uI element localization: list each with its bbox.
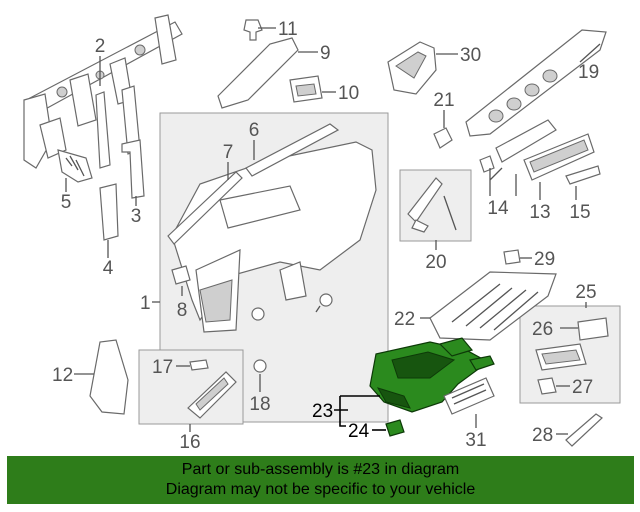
callout-28: 28 xyxy=(532,425,553,446)
part-18-clip xyxy=(253,359,267,373)
part-23-center-console-highlighted xyxy=(369,337,495,413)
part-24-switch-highlighted xyxy=(385,419,405,437)
part-28-strip xyxy=(565,413,603,447)
part-22-tray-plate xyxy=(429,271,557,341)
part-30-airbag-module xyxy=(387,41,437,95)
callout-15: 15 xyxy=(569,202,590,223)
part-6-strip xyxy=(245,123,340,177)
callout-29: 29 xyxy=(534,249,555,270)
callout-23: 23 xyxy=(312,401,333,422)
part-2-cross-beam xyxy=(23,14,183,169)
part-15-strip xyxy=(565,165,601,185)
part-13-14-vents xyxy=(479,119,595,181)
callout-1: 1 xyxy=(140,293,151,314)
part-12-side-cover xyxy=(89,339,129,415)
callout-9: 9 xyxy=(320,43,331,64)
callout-31: 31 xyxy=(465,430,486,451)
callout-2: 2 xyxy=(95,36,106,57)
banner-line-1: Part or sub-assembly is #23 in diagram xyxy=(181,461,460,478)
callout-labels: 2 5 3 4 11 9 10 30 19 6 7 21 14 13 15 1 … xyxy=(52,19,599,453)
callout-25: 25 xyxy=(575,282,596,303)
part-29-clip xyxy=(503,249,521,265)
part-16-assembly xyxy=(187,359,237,419)
part-bolt xyxy=(251,293,333,321)
callout-5: 5 xyxy=(61,192,72,213)
callout-24: 24 xyxy=(348,421,370,442)
part-3-pillar-trim xyxy=(121,139,145,199)
callout-16: 16 xyxy=(179,432,200,453)
part-21-clip xyxy=(433,127,453,149)
part-8-clip xyxy=(171,265,191,285)
parts-diagram: 2 5 3 4 11 9 10 30 19 6 7 21 14 13 15 1 … xyxy=(23,14,621,453)
callout-13: 13 xyxy=(529,202,550,223)
leader-lines xyxy=(65,27,601,435)
part-20-bracket xyxy=(407,177,457,233)
part-7-strip xyxy=(167,171,243,245)
callout-17: 17 xyxy=(152,357,173,378)
callout-8: 8 xyxy=(177,300,188,321)
part-9-cover xyxy=(217,37,299,109)
callout-7: 7 xyxy=(223,142,234,163)
callout-3: 3 xyxy=(131,206,142,227)
callout-12: 12 xyxy=(52,365,73,386)
part-31-module xyxy=(443,377,495,415)
callout-26: 26 xyxy=(532,319,553,340)
callout-10: 10 xyxy=(338,83,359,104)
callout-14: 14 xyxy=(487,198,509,219)
part-19-trim-panel xyxy=(465,29,607,137)
callout-4: 4 xyxy=(103,258,114,279)
callout-30: 30 xyxy=(460,45,481,66)
banner-line-2: Diagram may not be specific to your vehi… xyxy=(165,481,476,498)
part-10-vent xyxy=(289,75,323,103)
info-banner: Part or sub-assembly is #23 in diagram D… xyxy=(7,456,634,504)
callout-6: 6 xyxy=(249,120,260,141)
callout-19: 19 xyxy=(578,62,599,83)
callout-22: 22 xyxy=(394,309,415,330)
callout-20: 20 xyxy=(425,252,446,273)
part-4-side-trim xyxy=(99,183,119,241)
callout-18: 18 xyxy=(249,394,270,415)
part-5-bracket xyxy=(57,149,93,183)
part-26-27-items xyxy=(535,317,609,395)
callout-21: 21 xyxy=(433,90,454,111)
callout-11: 11 xyxy=(278,19,298,40)
callout-27: 27 xyxy=(572,377,593,398)
part-11-clip xyxy=(243,19,263,41)
